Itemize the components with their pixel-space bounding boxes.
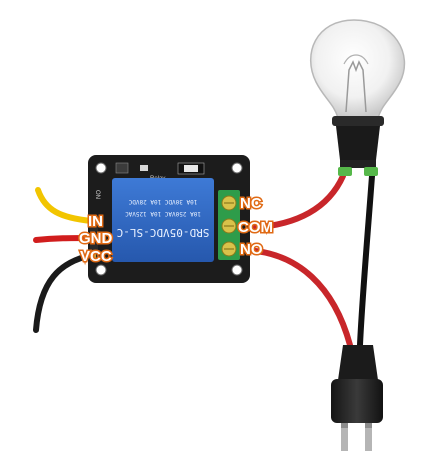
no-wire [237,247,353,348]
pin-label-gnd: GND [79,230,113,247]
vcc-wire [33,252,95,333]
lamp-return-wire [357,173,375,348]
gnd-wire [33,235,95,243]
power-plug-icon [331,345,383,451]
output-pin-labels: NC COM NO [237,194,275,260]
com-wire [237,173,346,231]
pin-label-no: NO [240,241,263,258]
input-pin-labels: IN GND VCC [78,212,115,267]
relay-module-icon: ON Relay SRD-05VDC-SL-C 10A 250VAC 10A 1… [88,155,250,283]
input-wires [33,187,95,333]
pin-label-nc: NC [240,195,262,212]
output-wires [237,173,375,348]
relay-rating-line-2: 10A 30VDC 10A 28VDC [128,198,197,205]
in-wire [35,187,95,224]
pin-label-vcc: VCC [80,248,112,265]
led-label: ON [94,190,100,199]
relay-body [112,178,214,262]
pin-label-com: COM [238,219,273,236]
relay-rating-line-1: 10A 250VAC 10A 125VAC [125,210,201,217]
relay-model-text: SRD-05VDC-SL-C [117,226,210,239]
light-bulb-icon [309,19,406,176]
pin-label-in: IN [88,213,103,230]
